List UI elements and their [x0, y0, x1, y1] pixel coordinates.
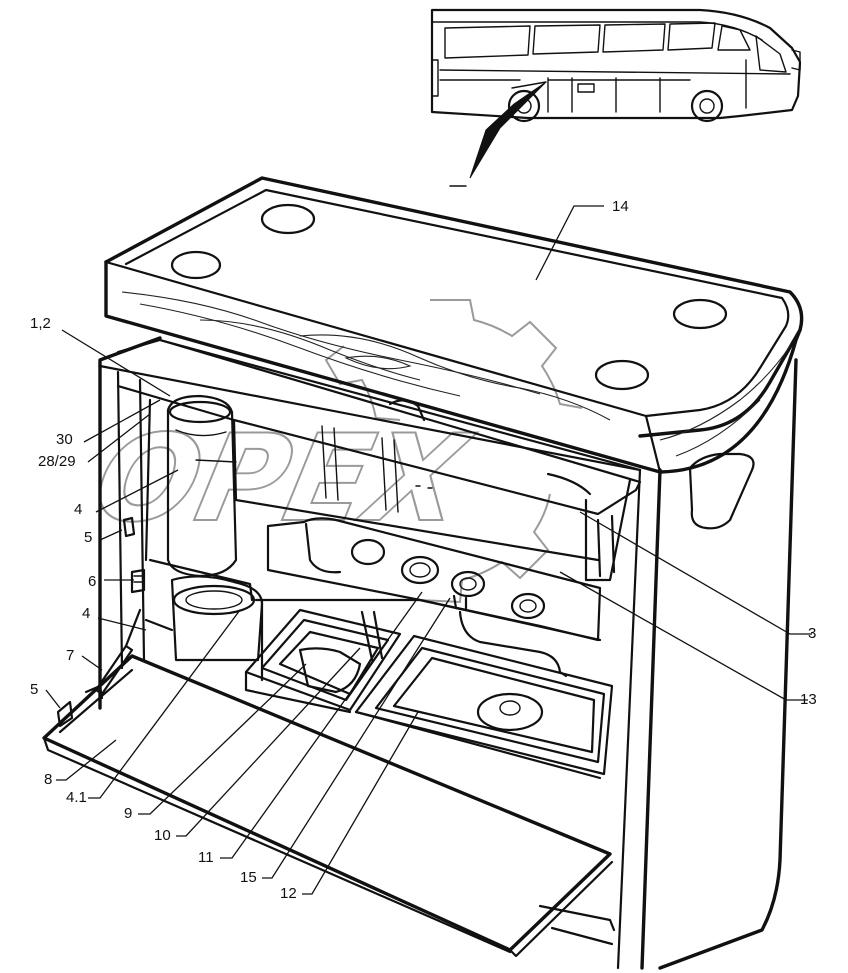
small-basin — [244, 608, 402, 714]
water-canister — [144, 394, 254, 602]
callout-8: 8 — [44, 771, 52, 788]
callout-12: 12 — [280, 885, 297, 902]
countertop-tray — [104, 176, 804, 474]
callout-4-lower: 4 — [82, 605, 90, 622]
door-flap — [42, 654, 616, 958]
callout-3: 3 — [808, 625, 816, 642]
callout-1-2: 1,2 — [30, 315, 51, 332]
waste-canister — [144, 575, 264, 682]
watermark-logo: OPEX — [82, 299, 583, 604]
callout-14: 14 — [612, 198, 629, 215]
upper-shelf — [116, 338, 642, 562]
callout-28-29: 28/29 — [38, 453, 76, 470]
callout-5-lower: 5 — [30, 681, 38, 698]
callout-11: 11 — [198, 849, 214, 866]
callout-6: 6 — [88, 573, 96, 590]
callout-10: 10 — [154, 827, 171, 844]
large-sink — [354, 634, 614, 780]
callout-5-upper: 5 — [84, 529, 92, 546]
gas-strut-and-latches — [56, 516, 146, 728]
callout-4-1: 4.1 — [66, 789, 87, 806]
leader-lines — [45, 205, 812, 895]
callout-13: 13 — [800, 691, 817, 708]
callout-30: 30 — [56, 431, 73, 448]
control-panel — [254, 517, 602, 678]
callout-9: 9 — [124, 805, 132, 822]
callout-15: 15 — [240, 869, 257, 886]
callout-7: 7 — [66, 647, 74, 664]
callout-4-upper: 4 — [74, 501, 82, 518]
bus-illustration — [430, 8, 802, 123]
locator-arrow — [449, 81, 547, 187]
callout-labels: 14 1,2 30 28/29 4 5 6 4 7 5 8 4.1 9 10 1… — [30, 198, 817, 902]
